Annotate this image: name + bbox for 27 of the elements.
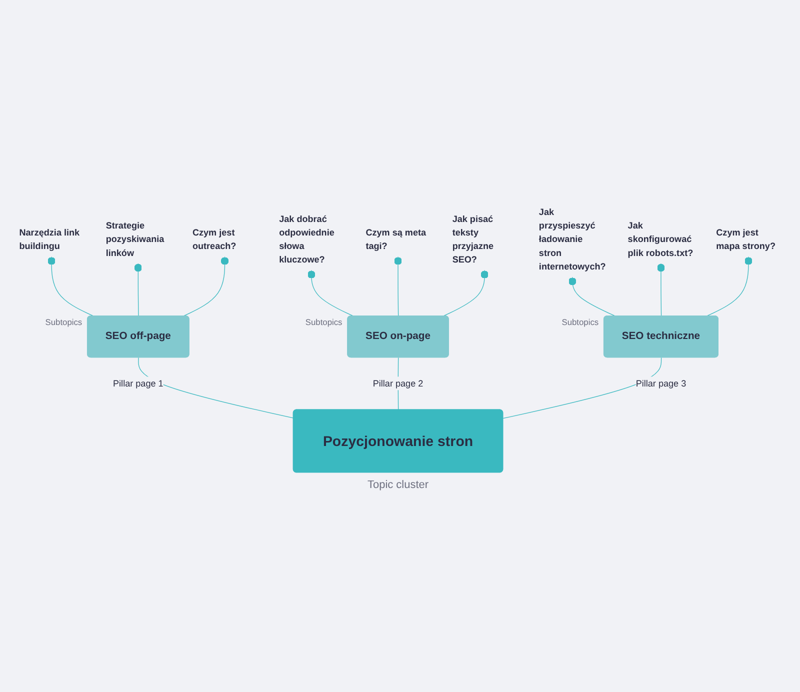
node-text: Czym są meta tagi? — [366, 226, 426, 251]
connector — [442, 270, 489, 316]
connector — [48, 256, 94, 316]
connector — [134, 263, 142, 316]
node-caption: Subtopics — [45, 316, 82, 327]
node-caption: Subtopics — [305, 316, 342, 327]
connector — [657, 263, 665, 316]
node-caption: Topic cluster — [368, 478, 428, 491]
connector — [706, 256, 752, 316]
connector — [394, 256, 402, 316]
connector — [568, 276, 616, 316]
node-text: Jak przyspieszyć ładowanie stron internetowych? — [538, 206, 606, 272]
node-text: Jak dobrać odpowiednie słowa kluczowe? — [279, 213, 334, 264]
node-text: Czym jest mapa strony? — [716, 226, 776, 251]
edge-label: Pillar page 2 — [372, 378, 424, 388]
node-text: Czym jest outreach? — [192, 226, 236, 251]
node-text: Jak pisać teksty przyjazne SEO? — [452, 213, 494, 264]
edge-label: Pillar page 1 — [113, 378, 164, 388]
connector — [502, 357, 662, 419]
connector — [138, 357, 294, 418]
connector — [307, 270, 354, 316]
node-text: Strategie pozyskiwania linków — [106, 220, 164, 258]
connector — [182, 256, 229, 316]
node-text: Jak skonfigurować plik robots.txt? — [628, 220, 694, 258]
node-text: Narzędzia link buildingu — [19, 226, 80, 251]
node-caption: Subtopics — [562, 316, 599, 327]
edge-label: Pillar page 3 — [636, 378, 686, 388]
